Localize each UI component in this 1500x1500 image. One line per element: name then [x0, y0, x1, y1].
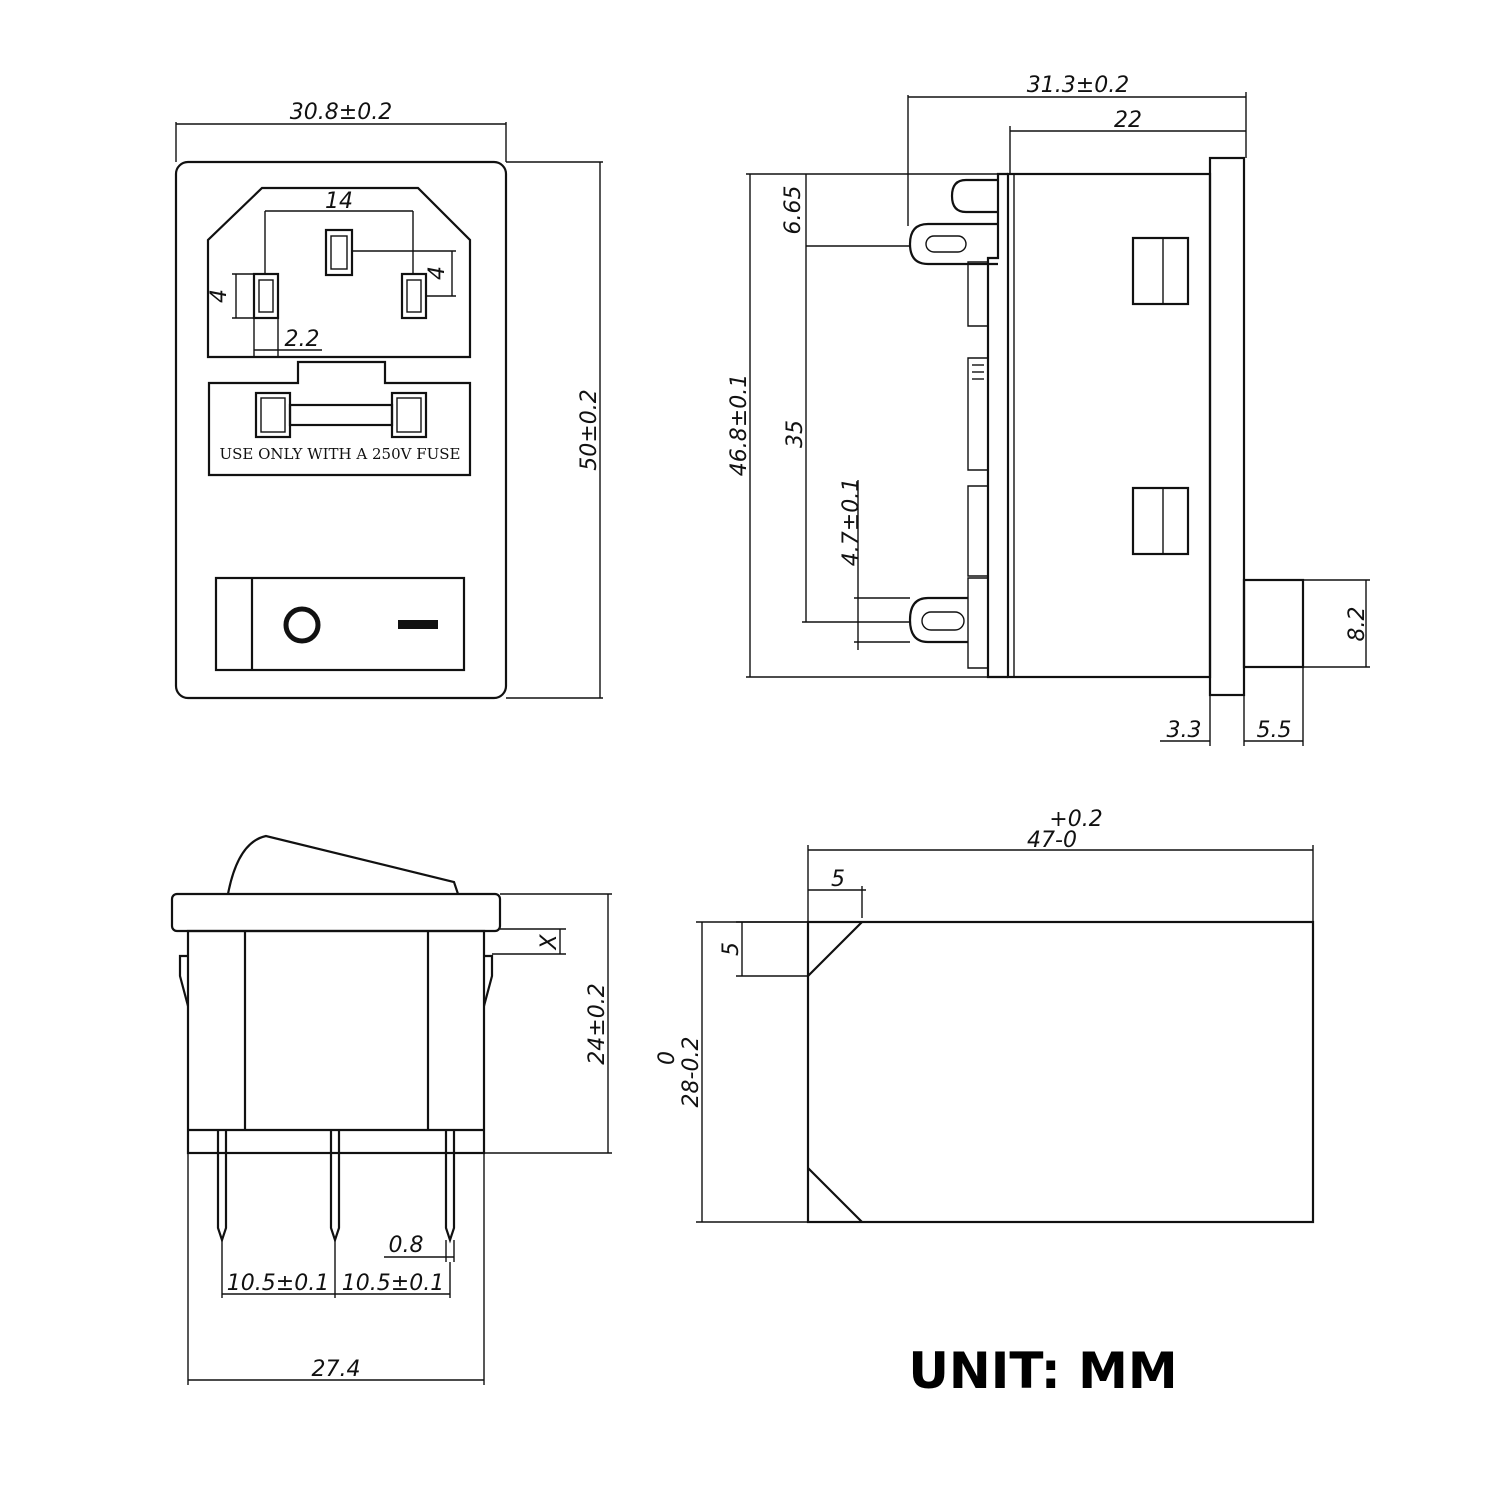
earth-pin-inner — [330, 235, 348, 270]
pin-thickness-dim: 0.8 — [389, 1233, 424, 1258]
housing-outline — [174, 160, 508, 700]
rocker-protrusion — [1242, 578, 1305, 669]
lower-clip — [1131, 486, 1190, 556]
pin-width-dim: 2.2 — [285, 327, 320, 352]
pin-spacing-left-dim: 10.5±0.1 — [227, 1271, 329, 1296]
terminal-width-dim: 4.7±0.1 — [839, 478, 864, 566]
cutout-height-tol: 0 — [655, 1051, 680, 1065]
bottom-terminal-hole — [921, 611, 965, 631]
rear-block-4 — [967, 577, 988, 669]
rocker-cap — [226, 834, 460, 895]
left-pin — [252, 272, 280, 320]
switch-body — [186, 929, 486, 1155]
flange-dim: 3.3 — [1167, 718, 1202, 743]
switch-height-dim: 24±0.2 — [585, 983, 610, 1064]
fuse-cap-right-inner — [396, 397, 422, 433]
cutout-width-tol: +0.2 — [1049, 807, 1102, 832]
rear-block-3 — [967, 485, 988, 577]
main-body — [1006, 172, 1212, 679]
terminal-spacing-dim: 35 — [783, 420, 808, 448]
chamfer-x-dim: 5 — [831, 867, 845, 892]
switch-pin-right — [444, 1130, 456, 1244]
fuse-holder-outline — [207, 360, 472, 477]
cutout-width-dim: 47-0 — [1027, 828, 1077, 853]
front-height-dim: 50±0.2 — [577, 389, 602, 470]
switch-width-dim: 27.4 — [312, 1357, 361, 1382]
front-view: 14 4 4 2.2 USE ONLY WITH A 250V FUSE — [174, 100, 603, 700]
top-terminal — [908, 222, 998, 266]
fuse-cap-left-inner — [260, 397, 286, 433]
left-latch — [178, 954, 190, 1007]
front-flange — [1208, 156, 1246, 697]
right-pin-inner — [406, 279, 422, 313]
top-terminal-dim: 6.65 — [781, 186, 806, 235]
front-width-dim: 30.8±0.2 — [290, 100, 392, 125]
flange-offset-dim: X — [537, 934, 562, 951]
rocker-height-dim: 8.2 — [1345, 607, 1370, 642]
cutout-outline — [806, 920, 1315, 1224]
rear-block-2 — [967, 357, 988, 471]
overall-depth-dim: 31.3±0.2 — [1027, 73, 1129, 98]
pin-height-right-dim: 4 — [425, 266, 450, 280]
body-depth-dim: 22 — [1114, 108, 1142, 133]
off-symbol-icon — [283, 606, 321, 644]
rear-profile — [986, 172, 1008, 679]
cutout-height-dim: 28-0.2 — [679, 1037, 704, 1108]
earth-pin — [324, 228, 354, 277]
upper-clip — [1131, 236, 1190, 306]
rocker-switch-face — [214, 576, 466, 672]
bottom-terminal — [908, 596, 968, 644]
fuse-label: USE ONLY WITH A 250V FUSE — [219, 445, 460, 463]
fuse-body — [288, 403, 394, 427]
rocker-protrusion-dim: 5.5 — [1257, 718, 1292, 743]
chamfer-y-dim: 5 — [719, 942, 744, 956]
top-tab — [950, 178, 998, 214]
pin-spacing-right-dim: 10.5±0.1 — [342, 1271, 444, 1296]
side-view: 31.3±0.2 22 46.8±0.1 6.65 35 4.7±0.1 8.2… — [727, 73, 1370, 746]
top-terminal-hole — [925, 235, 967, 253]
chamfer-bottom — [807, 1167, 863, 1223]
right-latch — [482, 954, 494, 1007]
overall-height-dim: 46.8±0.1 — [727, 374, 752, 476]
switch-pin-left — [216, 1130, 228, 1244]
on-symbol-icon — [398, 620, 438, 629]
pin-height-left-dim: 4 — [207, 289, 232, 303]
rear-block-1 — [967, 261, 988, 327]
cutout-view: +0.2 47-0 5 5 0 28-0.2 — [655, 807, 1315, 1224]
switch-view: X 24±0.2 0.8 10.5±0.1 10.5±0.1 27.4 — [170, 834, 612, 1385]
switch-pin-center — [329, 1130, 341, 1244]
switch-flange — [170, 892, 502, 933]
chamfer-top — [807, 921, 863, 977]
pin-spacing-dim: 14 — [325, 189, 353, 214]
iec-inlet-outline — [206, 186, 472, 359]
left-pin-inner — [258, 279, 274, 313]
unit-label: UNIT: MM — [908, 1342, 1177, 1400]
